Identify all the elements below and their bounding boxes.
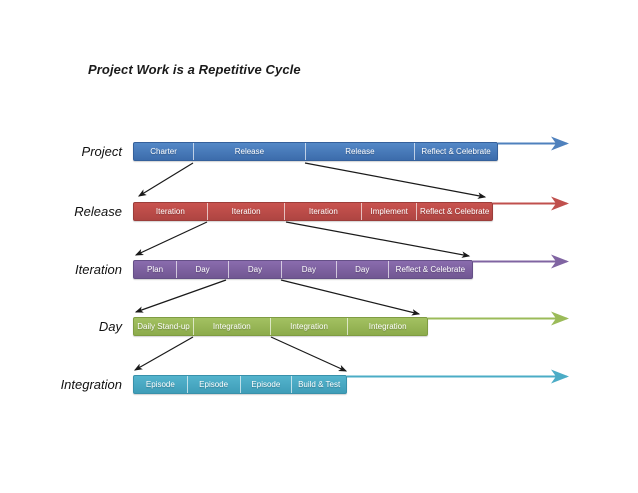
bar-segment: Episode (188, 376, 241, 393)
bar-segment: Day (282, 261, 337, 278)
bar-segment: Integration (271, 318, 349, 335)
bar-segment: Reflect & Celebrate (395, 265, 466, 274)
row-label-integration: Integration (60, 377, 122, 392)
bar-segment: Iteration (208, 203, 286, 220)
bar-segment: Iteration (134, 203, 208, 220)
bar-segment: Daily Stand-up (134, 318, 194, 335)
row-label-iteration: Iteration (75, 262, 122, 277)
expand-arrow-release-to-iteration-right (285, 221, 471, 258)
integration-bar: Episode Episode Episode Build & Test (133, 375, 347, 394)
expand-arrow-project-to-release-left (137, 162, 194, 197)
iteration-bar: Plan Day Day Day Day Reflect & Celebrate (133, 260, 473, 279)
bar-segment: Day (177, 261, 230, 278)
slide-title: Project Work is a Repetitive Cycle (88, 62, 301, 77)
bar-segment: Day (229, 261, 282, 278)
bar-segment: Reflect & Celebrate (421, 147, 491, 156)
expand-arrow-iteration-to-day-right (280, 279, 421, 316)
bar-segment: Episode (241, 376, 293, 393)
expand-arrow-day-to-integration-left (133, 336, 194, 371)
release-bar: Iteration Iteration Iteration Implement … (133, 202, 493, 221)
bar-segment: Release (306, 143, 416, 160)
bar-segment: Integration (194, 318, 271, 335)
bar-segment: Implement (362, 203, 418, 220)
bar-segment: Plan (134, 261, 178, 278)
bar-segment: Charter (134, 143, 195, 160)
expand-arrow-iteration-to-day-left (134, 279, 227, 313)
expand-arrow-project-to-release-right (304, 162, 487, 199)
expand-arrow-day-to-integration-right (270, 336, 348, 372)
bar-segment: Release (194, 143, 306, 160)
bar-segment: Reflect & Celebrate (419, 207, 490, 216)
bar-segment: Integration (368, 322, 407, 331)
row-label-day: Day (98, 319, 122, 334)
project-bar: Charter Release Release Reflect & Celebr… (133, 142, 498, 161)
bar-segment: Episode (134, 376, 188, 393)
day-bar: Daily Stand-up Integration Integration I… (133, 317, 428, 336)
bar-segment: Iteration (285, 203, 363, 220)
row-label-project: Project (81, 144, 122, 159)
row-label-release: Release (74, 204, 122, 219)
bar-segment: Day (337, 261, 389, 278)
expand-arrow-release-to-iteration-left (134, 221, 208, 256)
bar-segment: Build & Test (298, 380, 341, 389)
